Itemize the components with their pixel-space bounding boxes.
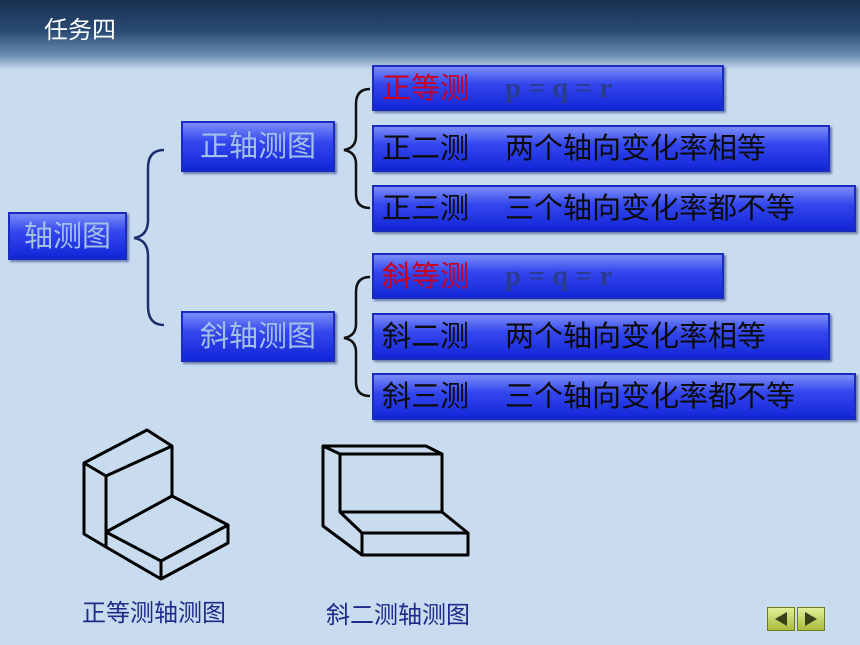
leaf-desc: 三个轴向变化率都不等 — [505, 379, 796, 413]
leaf-node: 正二测 两个轴向变化率相等 — [372, 125, 830, 172]
leaf-desc: 两个轴向变化率相等 — [505, 319, 767, 353]
upper-brace — [343, 87, 371, 210]
leaf-node: 斜等测 p = q = r — [372, 253, 724, 299]
next-slide-button[interactable] — [797, 607, 825, 631]
leaf-name: 斜三测 — [382, 379, 470, 413]
branch-label: 斜轴测图 — [199, 319, 316, 353]
leaf-desc: 两个轴向变化率相等 — [505, 131, 767, 165]
branch-oblique-node: 斜轴测图 — [181, 311, 335, 362]
header-bar — [0, 0, 860, 70]
leaf-name: 正三测 — [382, 191, 470, 225]
leaf-node: 斜二测 两个轴向变化率相等 — [372, 313, 830, 360]
leaf-desc: 三个轴向变化率都不等 — [505, 191, 796, 225]
root-node-label: 轴测图 — [23, 218, 111, 253]
isometric-block-figure — [82, 428, 230, 581]
lower-brace — [343, 275, 371, 398]
leaf-name: 正二测 — [382, 131, 470, 165]
leaf-formula: p = q = r — [505, 259, 613, 292]
oblique-caption: 斜二测轴测图 — [326, 601, 470, 629]
leaf-node: 斜三测 三个轴向变化率都不等 — [372, 373, 856, 420]
triangle-left-icon — [775, 612, 787, 626]
triangle-right-icon — [805, 612, 817, 626]
branch-orthographic-node: 正轴测图 — [181, 121, 335, 172]
root-node: 轴测图 — [8, 212, 127, 260]
root-brace — [133, 148, 165, 327]
oblique-block-figure — [321, 444, 470, 557]
leaf-name: 斜二测 — [382, 319, 470, 353]
leaf-name: 正等测 — [382, 70, 470, 105]
branch-label: 正轴测图 — [199, 129, 316, 163]
leaf-node: 正三测 三个轴向变化率都不等 — [372, 185, 856, 232]
prev-slide-button[interactable] — [767, 607, 795, 631]
isometric-caption: 正等测轴测图 — [82, 599, 226, 627]
page-title: 任务四 — [44, 16, 116, 44]
leaf-name: 斜等测 — [382, 258, 470, 293]
leaf-node: 正等测 p = q = r — [372, 65, 724, 111]
leaf-formula: p = q = r — [505, 71, 613, 104]
